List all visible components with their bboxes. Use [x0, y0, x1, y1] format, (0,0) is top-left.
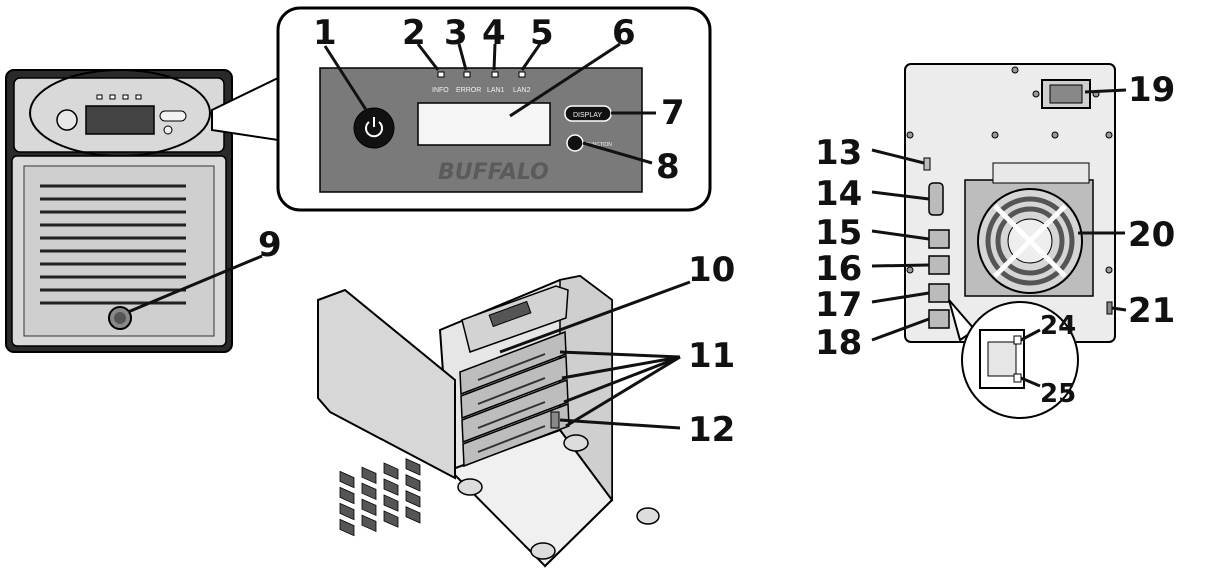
callout-6: 6 [612, 13, 636, 53]
callout-4: 4 [482, 13, 506, 53]
rear-view: 13 14 15 16 17 18 19 20 21 24 25 [815, 63, 1175, 419]
callout-1: 1 [313, 13, 337, 53]
rubber-feet [457, 434, 660, 560]
callout-16: 16 [815, 249, 862, 289]
open-front-door[interactable] [317, 288, 456, 480]
display-button-label: DISPLAY [573, 112, 602, 119]
status-leds [437, 71, 526, 78]
lan1-led [491, 71, 499, 78]
lan1-led-label: LAN1 [487, 87, 505, 94]
lan-port-2[interactable] [928, 309, 950, 329]
drive-bay-vents [477, 353, 546, 453]
front-function-button[interactable] [163, 125, 173, 135]
front-lcd [85, 105, 155, 135]
callout-19: 19 [1128, 70, 1175, 110]
link-led [1013, 335, 1022, 345]
callout-7: 7 [661, 93, 685, 133]
power-button[interactable] [353, 107, 395, 149]
function-button[interactable] [566, 134, 584, 152]
door-lock-latch[interactable] [550, 411, 560, 429]
drive-bays [459, 330, 570, 468]
drive-bay-view: 10 11 12 [317, 250, 735, 568]
callout-10: 10 [688, 250, 735, 290]
callout-21: 21 [1128, 291, 1175, 331]
error-led [463, 71, 471, 78]
callout-25: 25 [1040, 379, 1076, 409]
info-led [437, 71, 445, 78]
buffalo-logo: BUFFALO [438, 160, 549, 185]
rear-screws [906, 66, 1113, 274]
callout-20: 20 [1128, 215, 1175, 255]
front-view: 9 [5, 69, 282, 353]
door-vent-grid [339, 458, 421, 537]
front-display-button[interactable] [159, 110, 187, 122]
callout-5: 5 [530, 13, 554, 53]
lan-port-1[interactable] [928, 283, 950, 303]
callout-17: 17 [815, 285, 862, 325]
security-slot[interactable] [1106, 301, 1113, 315]
activity-led [1013, 373, 1022, 383]
lan2-led [518, 71, 526, 78]
function-button-label: FUNCTION [586, 142, 612, 148]
lan2-led-label: LAN2 [513, 87, 531, 94]
usb-port-1[interactable] [928, 229, 950, 249]
info-led-label: INFO [432, 87, 449, 94]
error-led-label: ERROR [456, 87, 481, 94]
callout-24: 24 [1040, 311, 1076, 341]
front-vents [40, 184, 186, 305]
callout-15: 15 [815, 213, 862, 253]
callout-13: 13 [815, 133, 862, 173]
callout-18: 18 [815, 323, 862, 363]
front-power-button[interactable] [56, 109, 78, 131]
callout-3: 3 [444, 13, 468, 53]
usb-port-2[interactable] [928, 255, 950, 275]
zoomed-front-panel: INFO ERROR LAN1 LAN2 DISPLAY FUNCTION BU… [276, 6, 712, 212]
power-icon [365, 117, 383, 138]
callout-12: 12 [688, 410, 735, 450]
callout-11: 11 [688, 336, 735, 376]
callout-14: 14 [815, 174, 862, 214]
lcd-display [417, 102, 551, 146]
front-leds [96, 94, 142, 100]
reset-switch[interactable] [923, 157, 931, 171]
callout-8: 8 [656, 147, 680, 187]
callout-2: 2 [402, 13, 426, 53]
ups-port[interactable] [928, 182, 944, 216]
callout-9: 9 [258, 225, 282, 265]
